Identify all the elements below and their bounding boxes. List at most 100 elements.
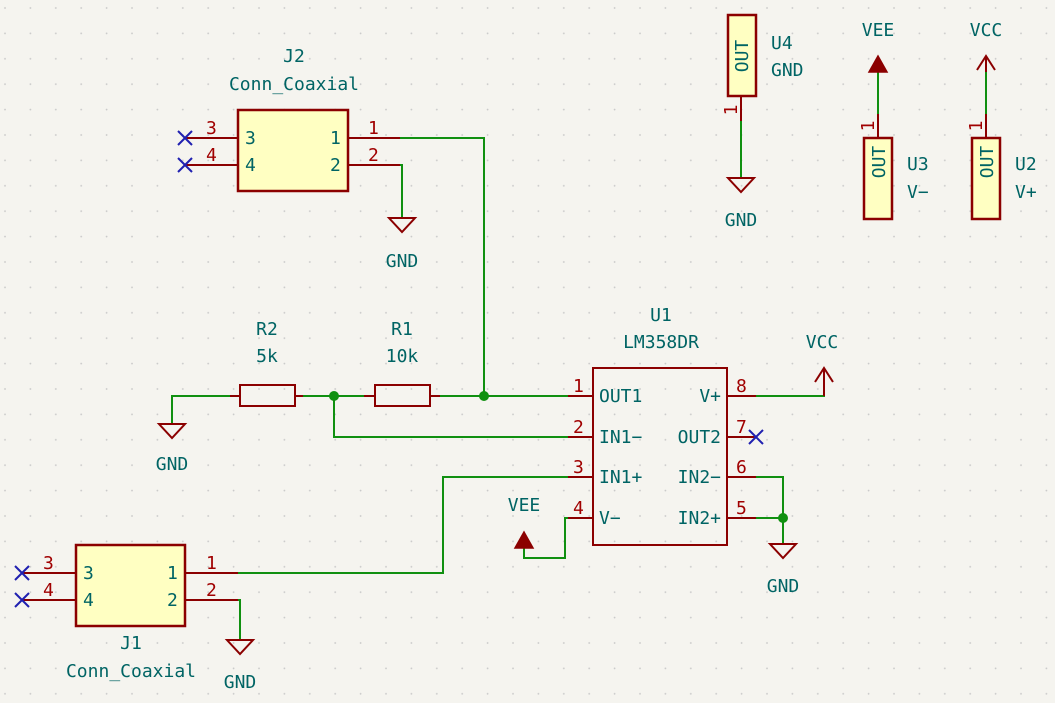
wire-in2-minus-to-in2-plus[interactable] — [756, 476, 784, 518]
gnd-label: GND — [725, 210, 758, 231]
j2-pin-name: 2 — [330, 155, 341, 176]
j1-body — [74, 543, 187, 628]
u4-value: GND — [771, 60, 804, 81]
u1-pin-number: 1 — [573, 376, 584, 397]
u2-value: V+ — [1015, 182, 1037, 203]
u3-pin-name: OUT — [869, 146, 890, 179]
j1-value: Conn_Coaxial — [66, 661, 196, 682]
r1-value: 10k — [386, 346, 419, 367]
gnd-label: GND — [767, 576, 800, 597]
u3-reference: U3 — [907, 154, 929, 175]
u2-pin-name: OUT — [977, 146, 998, 179]
u1-pin-number: 6 — [736, 457, 747, 478]
r2-value: 5k — [256, 346, 278, 367]
u1-pin-name: OUT2 — [678, 427, 721, 448]
gnd-label: GND — [386, 251, 419, 272]
u1-pin-name: IN1− — [599, 427, 643, 448]
gnd-symbol[interactable]: GND — [386, 217, 419, 272]
vcc-symbol[interactable]: VCC — [806, 332, 839, 396]
j2-reference: J2 — [283, 46, 305, 67]
u1-pin-name: IN1+ — [599, 467, 643, 488]
j2-pin-name: 1 — [330, 128, 341, 149]
opamp-u1[interactable]: U1 LM358DR 1 2 3 4 5 6 7 8 OUT1 IN1− IN1… — [568, 305, 764, 546]
wire-j2-pin2-to-gnd[interactable] — [400, 164, 403, 218]
j1-pin-name: 3 — [83, 563, 94, 584]
j1-reference: J1 — [120, 633, 142, 654]
vee-label: VEE — [862, 20, 895, 41]
no-connect-marker — [177, 130, 193, 173]
junction-dot — [329, 391, 339, 401]
u1-pin-name: V− — [599, 508, 621, 529]
no-connect-marker — [748, 429, 764, 445]
gnd-symbol[interactable]: GND — [224, 639, 257, 693]
power-source-u2[interactable]: OUT 1 U2 V+ — [966, 114, 1037, 221]
wire-j2-pin1-to-out1[interactable] — [400, 137, 485, 396]
u4-body — [726, 13, 758, 98]
u1-pin-name: IN2+ — [678, 508, 722, 529]
power-source-u4[interactable]: OUT 1 U4 GND — [721, 13, 804, 121]
j2-pin-name: 4 — [245, 155, 256, 176]
u2-body — [970, 136, 1002, 221]
u4-pin-name: OUT — [732, 40, 753, 73]
junction-dot — [778, 513, 788, 523]
u1-pin-name: V+ — [699, 386, 721, 407]
wire-node-to-in1-minus[interactable] — [333, 396, 568, 438]
u1-pin-name: IN2− — [678, 467, 722, 488]
vcc-label: VCC — [806, 332, 839, 353]
u2-pin-number: 1 — [966, 121, 987, 132]
wire-r2-to-gnd[interactable] — [171, 395, 230, 424]
u1-pin-number: 3 — [573, 457, 584, 478]
u1-pin-number: 2 — [573, 417, 584, 438]
resistor-r1[interactable]: R1 10k — [364, 319, 440, 407]
j1-pin-number: 1 — [206, 553, 217, 574]
vcc-label: VCC — [970, 20, 1003, 41]
gnd-symbol[interactable]: GND — [767, 543, 800, 597]
connector-j2[interactable]: J2 Conn_Coaxial 3 4 1 2 3 4 1 2 — [177, 46, 400, 193]
u2-reference: U2 — [1015, 154, 1037, 175]
wire-vee-to-v-minus[interactable] — [523, 517, 568, 559]
gnd-label: GND — [156, 454, 189, 475]
resistor-r2[interactable]: R2 5k — [230, 319, 303, 407]
u1-pin-number: 7 — [736, 417, 747, 438]
gnd-symbol[interactable]: GND — [725, 177, 758, 231]
j1-pin-name: 1 — [167, 563, 178, 584]
u1-pin-number: 8 — [736, 376, 747, 397]
j1-pin-name: 4 — [83, 590, 94, 611]
u1-pin-number: 5 — [736, 498, 747, 519]
j2-pin-number: 2 — [368, 145, 379, 166]
j1-pin-number: 3 — [43, 553, 54, 574]
gnd-symbol[interactable]: GND — [156, 423, 189, 475]
power-source-u3[interactable]: OUT 1 U3 V− — [858, 114, 929, 221]
u1-reference: U1 — [650, 305, 672, 326]
j1-pin-name: 2 — [167, 590, 178, 611]
j1-pin-number: 4 — [43, 580, 54, 601]
u3-pin-number: 1 — [858, 121, 879, 132]
j2-pin-number: 1 — [368, 118, 379, 139]
vee-label: VEE — [508, 495, 541, 516]
vcc-symbol[interactable]: VCC — [970, 20, 1003, 72]
junction-dot — [479, 391, 489, 401]
vee-symbol[interactable]: VEE — [508, 495, 541, 549]
u3-body — [862, 136, 894, 221]
j2-pin-name: 3 — [245, 128, 256, 149]
u3-value: V− — [907, 182, 929, 203]
u4-pin-number: 1 — [721, 105, 742, 116]
connector-j1[interactable]: 3 4 1 2 3 4 1 2 J1 Conn_Coaxial — [14, 543, 238, 682]
j2-value: Conn_Coaxial — [229, 74, 359, 95]
wire-j1-pin1-to-in1-plus[interactable] — [238, 476, 568, 574]
wire-j1-pin2-to-gnd[interactable] — [238, 599, 241, 640]
r2-reference: R2 — [256, 319, 278, 340]
u1-body — [592, 367, 728, 546]
j2-pin-number: 3 — [206, 118, 217, 139]
u4-reference: U4 — [771, 33, 793, 54]
no-connect-marker — [14, 565, 30, 608]
j1-pin-number: 2 — [206, 580, 217, 601]
j2-pin-number: 4 — [206, 145, 217, 166]
u1-pin-number: 4 — [573, 498, 584, 519]
j2-body — [236, 108, 350, 193]
u1-pin-name: OUT1 — [599, 386, 642, 407]
gnd-label: GND — [224, 672, 257, 693]
vee-symbol[interactable]: VEE — [862, 20, 895, 73]
u1-value: LM358DR — [623, 332, 699, 353]
